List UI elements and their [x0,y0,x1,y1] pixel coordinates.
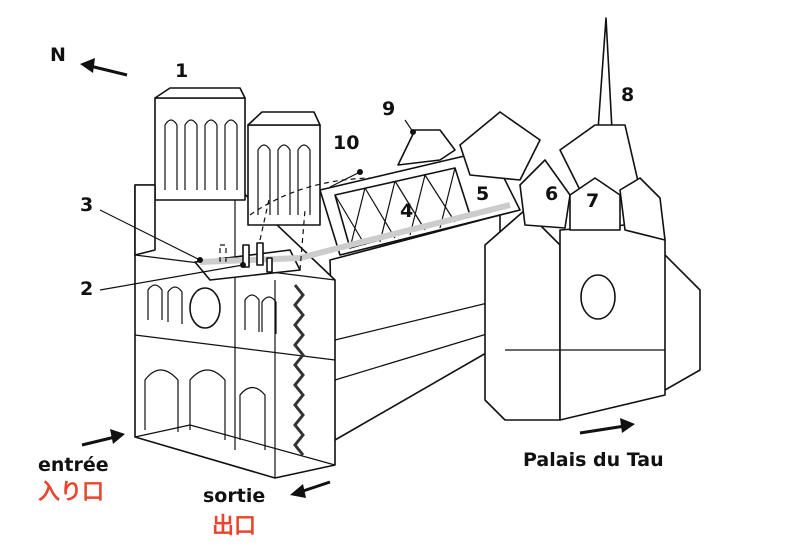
marker-7: 7 [586,190,600,212]
gable-right [619,177,666,241]
transept [484,209,561,421]
marker-3: 3 [80,194,94,216]
spiral-staircase [293,284,305,456]
marker-8: 8 [621,84,635,106]
gable-6 [519,159,571,229]
marker-1: 1 [175,60,189,82]
tower-1 [154,97,246,201]
palais-arrow-icon [579,418,635,435]
marker-2: 2 [80,278,94,300]
entrance-label: entrée [38,454,109,476]
north-label: N [50,44,66,66]
spire [597,17,613,131]
entrance-arrow-icon [81,429,125,447]
entrance-label-jp: 入り口 [38,480,105,505]
marker-9: 9 [382,98,396,120]
roof-9 [397,129,456,166]
tower-2 [247,124,321,226]
exit-label: sortie [203,485,266,507]
palais-du-tau-label: Palais du Tau [523,449,664,471]
facade-rose [189,287,221,329]
marker-5: 5 [476,183,490,205]
exit-label-jp: 出口 [212,514,257,539]
gable-7 [569,177,621,231]
transept-front [559,224,666,421]
marker-10: 10 [333,132,360,154]
marker-4: 4 [400,200,414,222]
rose-window [580,274,616,320]
apse [659,249,701,391]
north-arrow-icon [80,58,128,77]
marker-6: 6 [545,183,559,205]
roof-center [459,111,541,181]
exit-arrow-icon [290,480,331,498]
